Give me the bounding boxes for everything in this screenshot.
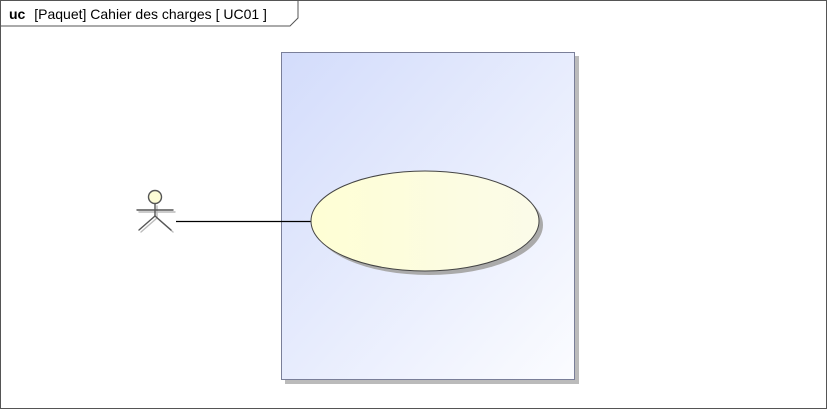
actor-left-leg	[138, 215, 156, 231]
frame-heading: uc [Paquet] Cahier des charges [ UC01 ]	[9, 6, 267, 22]
actor-right-leg	[154, 215, 172, 231]
actor-head	[147, 189, 163, 205]
frame-kind-label: uc	[9, 6, 26, 22]
stick-figure-actor-icon[interactable]	[136, 189, 176, 233]
frame-heading-tab	[0, 0, 299, 27]
frame-title-label: [Paquet] Cahier des charges [ UC01 ]	[34, 6, 267, 22]
use-case-ellipse[interactable]	[310, 170, 540, 272]
